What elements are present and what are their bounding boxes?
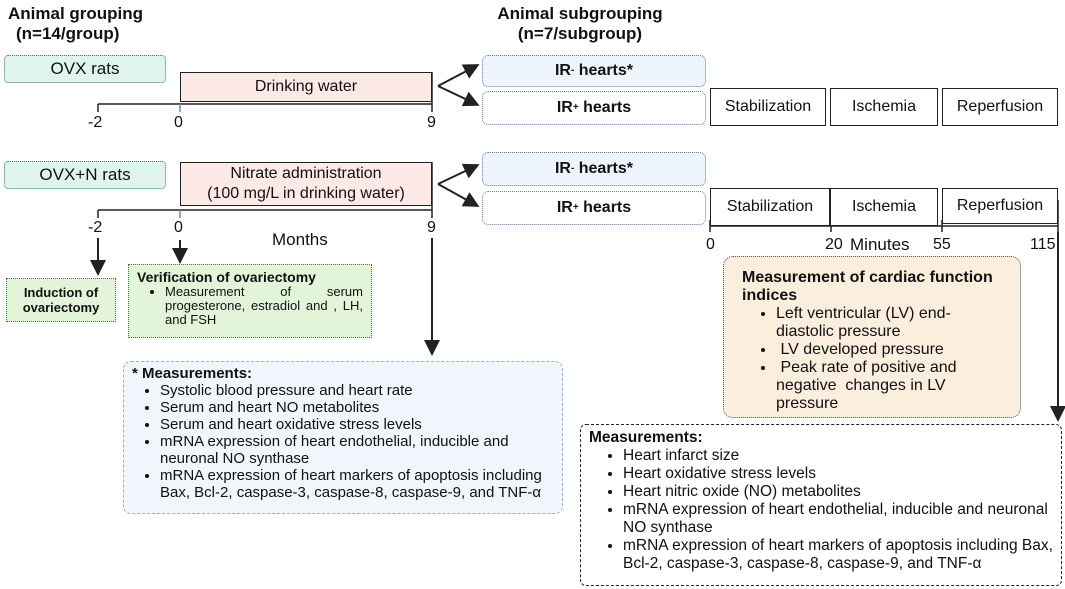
measurements-right-box: Measurements: Heart infarct size Heart o…	[580, 424, 1062, 586]
grouping-header: Animal grouping (n=14/group)	[0, 4, 158, 44]
tick-top-minus2: -2	[88, 114, 103, 131]
branch-arrows-bottom	[437, 163, 480, 207]
ir-neg-hearts-bottom: IR- hearts*	[482, 152, 706, 186]
timeline-bottom	[97, 162, 433, 218]
measurements-left-box: * Measurements: Systolic blood pressure …	[123, 361, 563, 514]
subgrouping-header-title: Animal subgrouping	[497, 4, 663, 23]
months-label: Months	[272, 230, 328, 249]
drinking-water-box: Drinking water	[180, 72, 432, 102]
branch-arrows-top	[437, 64, 480, 107]
measurement-right-item: Heart infarct size	[623, 447, 1053, 465]
timeline-top	[97, 72, 433, 112]
measurement-left-item: Systolic blood pressure and heart rate	[160, 382, 554, 399]
cardiac-item: Peak rate of positive and negative chang…	[776, 359, 1008, 413]
minutes-label: Minutes	[850, 235, 910, 254]
minute-tick-115: 115	[1030, 236, 1056, 253]
induction-line1: Induction of	[23, 285, 99, 300]
measurements-left-title: * Measurements:	[132, 365, 253, 382]
phase-stabilization-top: Stabilization	[710, 88, 826, 126]
tick-bottom-minus2: -2	[88, 219, 103, 236]
tick-bottom-0: 0	[174, 219, 183, 236]
measurement-left-item: mRNA expression of heart markers of apop…	[160, 467, 554, 501]
phase-ischemia-bottom: Ischemia	[830, 188, 938, 226]
phase-ischemia-top: Ischemia	[830, 88, 938, 126]
ir-pos-suffix: hearts	[578, 99, 632, 116]
ir-pos-suffix: hearts	[578, 199, 632, 216]
ir-neg-hearts-top: IR- hearts*	[482, 55, 706, 87]
measurement-right-item: mRNA expression of heart endothelial, in…	[623, 501, 1053, 537]
tick-bottom-9: 9	[427, 219, 436, 236]
ir-pos-hearts-top: IR+ hearts	[482, 91, 706, 125]
tick-top-9: 9	[427, 114, 436, 131]
ir-pos-hearts-bottom: IR+ hearts	[482, 191, 706, 225]
cardiac-function-box: Measurement of cardiac function indices …	[723, 256, 1021, 418]
ir-pos-label: IR	[556, 199, 573, 216]
ir-neg-suffix: hearts*	[574, 62, 634, 79]
measurement-right-item: Heart oxidative stress levels	[623, 465, 1053, 483]
measurement-left-item: Serum and heart oxidative stress levels	[160, 416, 554, 433]
ovxn-rats-label: OVX+N rats	[4, 161, 166, 189]
ovx-rats-label: OVX rats	[4, 55, 166, 83]
verification-item: Measurement of serum progesterone, estra…	[165, 285, 363, 327]
verification-box: Verification of ovariectomy Measurement …	[128, 264, 372, 338]
measurement-left-item: mRNA expression of heart endothelial, in…	[160, 433, 554, 467]
nitrate-dose: (100 mg/L in drinking water)	[207, 185, 405, 202]
verification-title: Verification of ovariectomy	[137, 269, 316, 285]
subgrouping-header-count: (n=7/subgroup)	[517, 24, 643, 43]
measurement-left-item: Serum and heart NO metabolites	[160, 399, 554, 416]
measurements-right-title: Measurements:	[589, 429, 703, 446]
measurement-right-item: Heart nitric oxide (NO) metabolites	[623, 483, 1053, 501]
ir-neg-suffix: hearts*	[574, 160, 634, 177]
ir-pos-label: IR	[556, 99, 573, 116]
subgrouping-header: Animal subgrouping (n=7/subgroup)	[480, 4, 680, 44]
ir-neg-label: IR	[554, 62, 571, 79]
cardiac-function-title: Measurement of cardiac function indices	[742, 269, 993, 304]
cardiac-item: LV developed pressure	[776, 341, 1008, 359]
tick-top-0: 0	[174, 114, 183, 131]
induction-line2: ovariectomy	[22, 300, 100, 315]
minute-tick-0: 0	[706, 236, 715, 253]
minute-tick-20: 20	[825, 236, 843, 253]
cardiac-item: Left ventricular (LV) end-diastolic pres…	[776, 305, 1008, 341]
minute-tick-55: 55	[933, 236, 951, 253]
nitrate-title: Nitrate administration	[230, 165, 382, 182]
phase-reperfusion-bottom: Reperfusion	[942, 188, 1058, 224]
nitrate-box: Nitrate administration (100 mg/L in drin…	[180, 162, 432, 206]
grouping-header-count: (n=14/group)	[16, 24, 120, 43]
grouping-header-title: Animal grouping	[8, 4, 144, 23]
phase-reperfusion-top: Reperfusion	[942, 88, 1058, 126]
ir-neg-label: IR	[554, 160, 571, 177]
phase-stabilization-bottom: Stabilization	[710, 188, 830, 226]
induction-box: Induction of ovariectomy	[6, 278, 116, 322]
measurement-right-item: mRNA expression of heart markers of apop…	[623, 537, 1053, 573]
